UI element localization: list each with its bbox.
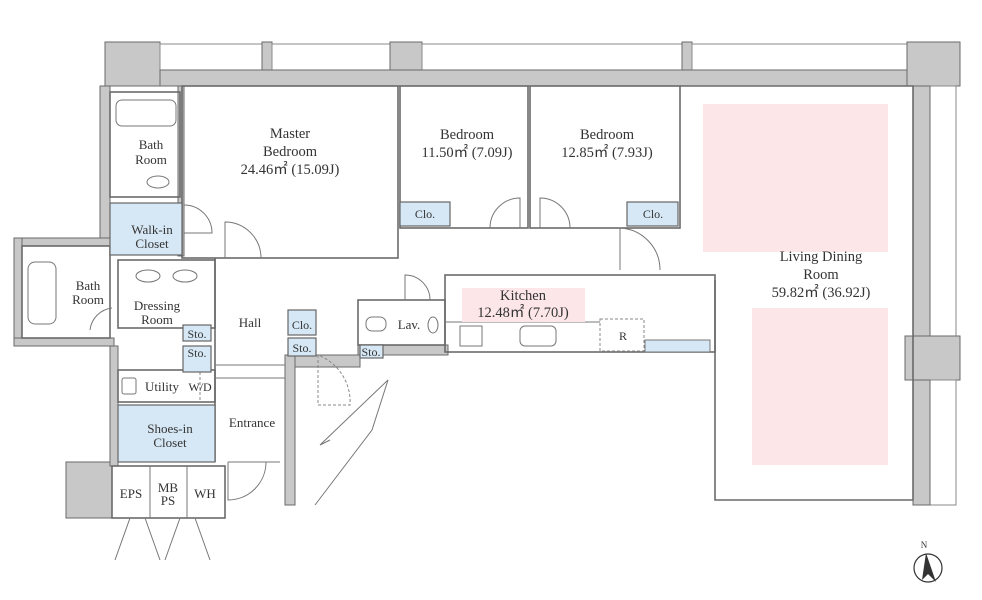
living-highlight-bottom: [752, 308, 888, 465]
bedroom-2-area: 12.85㎡ (7.93J): [561, 144, 653, 161]
shoes-in-closet: [117, 404, 216, 463]
utility-label: Utility: [145, 379, 179, 394]
mbps-label-2: PS: [161, 493, 175, 508]
closet-bedroom-2-label: Clo.: [643, 207, 663, 221]
fridge-space: [599, 318, 645, 352]
kitchen-highlight: [462, 288, 585, 322]
closet-bedroom-1: [399, 201, 451, 227]
sink-left: [135, 269, 161, 283]
closet-bedroom-2: [626, 201, 679, 227]
dressing-label: Dressing: [134, 298, 181, 313]
sink-right: [172, 269, 198, 283]
bath-left-label: Bath: [76, 278, 101, 293]
sink-top: [146, 175, 170, 189]
stove: [459, 325, 483, 347]
hall-closet: [287, 309, 317, 336]
walkin-label-2: Closet: [135, 236, 169, 251]
dressing-label-2: Room: [141, 312, 173, 327]
lav-storage: [359, 344, 384, 359]
wh-label: WH: [194, 486, 216, 501]
living-label: Living Dining: [780, 249, 863, 265]
utility-storage: [182, 345, 212, 373]
bath-left-label-2: Room: [72, 292, 104, 307]
wd-label: W/D: [188, 380, 212, 394]
master-bedroom-area: 24.46㎡ (15.09J): [241, 161, 340, 178]
living-area: 59.82㎡ (36.92J): [772, 284, 871, 301]
mbps-label: MB: [158, 480, 179, 495]
bath-top-label: Bath: [139, 137, 164, 152]
kitchen-sink: [519, 325, 557, 347]
fridge-label: R: [619, 329, 627, 343]
bedroom-1-label: Bedroom: [440, 127, 495, 143]
hall-label: Hall: [239, 315, 262, 330]
living-highlight-top: [703, 104, 888, 252]
closet-bedroom-1-label: Clo.: [415, 207, 435, 221]
clo-hall-label: Clo.: [292, 318, 312, 332]
hall-storage: [287, 337, 317, 357]
master-bedroom-label: Master: [270, 126, 310, 142]
master-bedroom-label-2: Bedroom: [263, 144, 318, 160]
kitchen-label: Kitchen: [500, 288, 547, 304]
sto-lav-label: Sto.: [361, 345, 380, 359]
doors: [89, 197, 661, 561]
counter: [644, 339, 711, 353]
lav-label: Lav.: [398, 317, 421, 332]
north-arrow-icon: N: [913, 540, 943, 583]
sto-dressing-label: Sto.: [187, 327, 206, 341]
washer: [121, 377, 137, 395]
lav-sink: [427, 316, 439, 334]
bathtub-top: [115, 99, 177, 127]
sto-hall-label: Sto.: [292, 341, 311, 355]
bedroom-2-label: Bedroom: [580, 127, 635, 143]
bedroom-1-area: 11.50㎡ (7.09J): [422, 144, 513, 161]
north-label: N: [921, 540, 928, 550]
dressing-storage: [182, 324, 212, 342]
toilet: [365, 316, 387, 332]
entrance-label: Entrance: [229, 415, 275, 430]
sto-utility-label: Sto.: [187, 346, 206, 360]
eps-label: EPS: [120, 486, 142, 501]
exterior-walls: [13, 41, 961, 519]
kitchen-area: 12.48㎡ (7.70J): [477, 304, 569, 321]
bath-top-label-2: Room: [135, 152, 167, 167]
shoes-label-2: Closet: [153, 435, 187, 450]
living-label-2: Room: [803, 267, 839, 283]
walkin-label: Walk-in: [131, 222, 173, 237]
walk-in-closet: [109, 202, 183, 256]
shoes-label: Shoes-in: [147, 421, 193, 436]
bathtub-left: [27, 261, 57, 325]
